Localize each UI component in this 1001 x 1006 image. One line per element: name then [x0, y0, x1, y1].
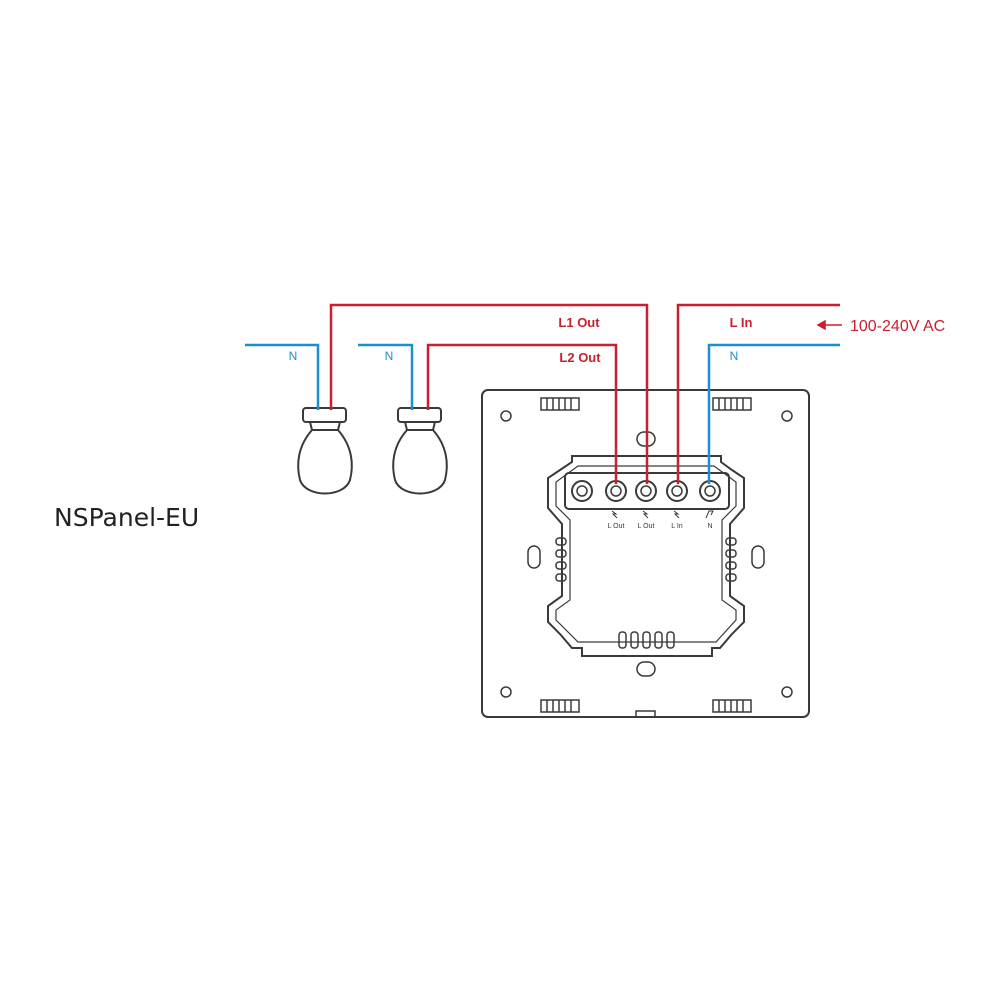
product-title: NSPanel-EU: [54, 503, 200, 532]
neutral-wire-bulb-2: [358, 343, 414, 410]
l2-out-label: L2 Out: [559, 350, 601, 365]
l-in-label: L In: [730, 315, 753, 330]
mounting-clip: [540, 397, 580, 411]
light-bulb-2: [392, 407, 448, 495]
lightning-icon: [611, 510, 618, 519]
l1-out-label: L1 Out: [558, 315, 600, 330]
slot: [636, 661, 656, 677]
supply-voltage-label: 100-240V AC: [850, 318, 945, 335]
bulb-glass: [297, 429, 353, 495]
mounting-clip: [712, 397, 752, 411]
terminal-label-n: N: [707, 523, 712, 530]
terminal-symbols: [611, 510, 714, 519]
module-housing: [547, 455, 745, 657]
lightning-icon: [673, 510, 680, 519]
bottom-ribs: [618, 631, 675, 649]
screw-hole: [781, 410, 793, 422]
l1-out-wire: [329, 303, 649, 484]
slot: [527, 545, 541, 569]
supply-arrow-icon: [816, 319, 842, 331]
l-in-wire: [676, 303, 840, 484]
bulb-glass: [392, 429, 448, 495]
slot: [751, 545, 765, 569]
panel-outline: [481, 389, 810, 718]
light-bulb-1: [297, 407, 353, 495]
screw-hole: [500, 686, 512, 698]
l2-out-wire: [426, 343, 618, 484]
bulb-socket: [397, 407, 442, 423]
neutral-icon: [705, 510, 714, 519]
neutral-label-supply: N: [730, 349, 739, 363]
bulb-neck: [308, 421, 342, 431]
neutral-wire-supply: [707, 343, 840, 484]
screw-hole: [500, 410, 512, 422]
bulb-neck: [403, 421, 437, 431]
terminal-screw: [571, 480, 593, 502]
lightning-icon: [642, 510, 649, 519]
terminal-label-l1-out: L Out: [638, 523, 655, 530]
neutral-wire-bulb-1: [245, 343, 320, 410]
nspanel-back: [481, 389, 810, 718]
mounting-clip: [540, 699, 580, 713]
side-ribs: [555, 537, 737, 582]
screw-hole: [781, 686, 793, 698]
module-inner-edge: [555, 465, 737, 643]
panel-notch: [635, 710, 656, 717]
terminal-label-l-in: L In: [671, 523, 683, 530]
bulb-socket: [302, 407, 347, 423]
terminal-label-l2-out: L Out: [608, 523, 625, 530]
neutral-label-bulb-1: N: [289, 349, 298, 363]
mounting-clip: [712, 699, 752, 713]
neutral-label-bulb-2: N: [385, 349, 394, 363]
